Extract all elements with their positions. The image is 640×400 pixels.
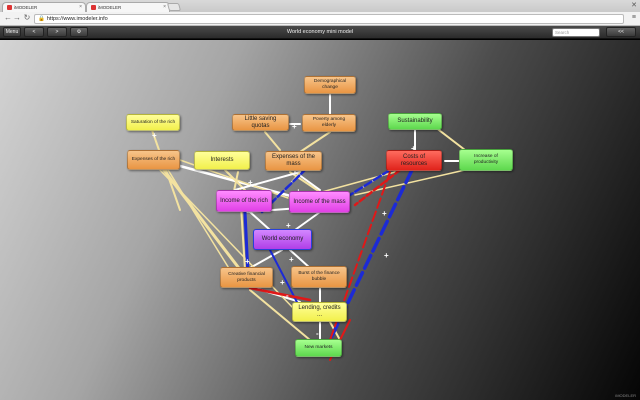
model-canvas[interactable]: + + + + + + + + + + + + - - Demographica… xyxy=(0,40,640,400)
menu-button[interactable]: Menu xyxy=(3,27,21,37)
node-expenses-of-the-mass[interactable]: Expenses of the mass xyxy=(265,151,322,171)
node-creative-financial-products[interactable]: Creative financial products xyxy=(220,267,273,288)
node-interests[interactable]: Interests xyxy=(194,151,250,170)
gear-icon: ⚙ xyxy=(76,29,82,35)
link xyxy=(269,249,301,309)
lock-icon: 🔒 xyxy=(38,16,45,22)
node-expenses-of-the-rich[interactable]: Expenses of the rich xyxy=(127,150,180,170)
footer-brand: iMODELER xyxy=(615,393,636,398)
browser-tab-bar: iMODELER × iMODELER × ✕ xyxy=(0,0,640,12)
sign-marker: + xyxy=(289,255,294,264)
node-saturation-of-the-rich[interactable]: Saturation of the rich xyxy=(126,114,180,131)
link xyxy=(249,289,311,341)
settings-button[interactable]: ⚙ xyxy=(70,27,88,37)
node-income-of-the-mass[interactable]: Income of the mass xyxy=(289,191,350,213)
link xyxy=(249,249,283,269)
sign-marker: + xyxy=(384,251,389,260)
link xyxy=(151,129,181,211)
sign-marker: + xyxy=(382,209,387,218)
app-toolbar: World economy mini model Menu < > ⚙ Sear… xyxy=(0,26,640,39)
link xyxy=(234,171,301,191)
link xyxy=(289,171,321,193)
link xyxy=(348,168,392,197)
node-lending-credits[interactable]: Lending, credits ... xyxy=(292,302,347,322)
link xyxy=(299,131,331,153)
node-costs-of-resources[interactable]: Costs of resources xyxy=(386,150,442,171)
imodeler-favicon-icon xyxy=(7,5,12,11)
node-world-economy[interactable]: World economy xyxy=(253,229,312,250)
sign-marker: + xyxy=(248,178,253,187)
sign-marker: + xyxy=(411,144,416,153)
close-tab-icon[interactable]: × xyxy=(79,4,82,10)
link xyxy=(289,249,311,269)
link xyxy=(294,211,321,231)
sign-marker: - xyxy=(316,329,319,338)
browser-tab-2[interactable]: iMODELER × xyxy=(86,2,170,12)
node-income-of-the-rich[interactable]: Income of the rich xyxy=(216,190,272,212)
browser-address-bar: ← → ↻ 🔒https://www.imodeler.info ≡ xyxy=(0,12,640,26)
model-title: World economy mini model xyxy=(286,29,354,35)
reload-icon[interactable]: ↻ xyxy=(23,13,31,22)
link xyxy=(249,211,271,231)
node-little-saving-quotas[interactable]: Little saving quotas xyxy=(232,114,289,131)
node-sustainability[interactable]: Sustainability xyxy=(388,113,442,130)
sign-marker: + xyxy=(152,131,157,140)
url-input[interactable]: 🔒https://www.imodeler.info xyxy=(34,14,624,24)
node-demographical-change[interactable]: Demographical change xyxy=(304,76,356,94)
browser-menu-icon[interactable]: ≡ xyxy=(631,14,636,21)
link xyxy=(178,164,300,200)
search-input[interactable]: Search xyxy=(552,28,600,37)
node-burst-of-the-finance-bubble[interactable]: Burst of the finance bubble xyxy=(291,266,347,288)
node-poverty-among-elderly[interactable]: Poverty among elderly xyxy=(302,114,356,132)
sign-marker: + xyxy=(280,278,285,287)
close-tab-icon[interactable]: × xyxy=(163,4,166,10)
tab-title: iMODELER xyxy=(98,5,122,10)
window-close-icon[interactable]: ✕ xyxy=(631,2,637,9)
sign-marker: + xyxy=(245,257,250,266)
link xyxy=(243,210,250,277)
node-new-markets[interactable]: New markets xyxy=(295,339,342,357)
url-text: https://www.imodeler.info xyxy=(46,16,108,22)
sign-marker: + xyxy=(292,122,297,131)
link xyxy=(224,169,246,191)
sign-marker: - xyxy=(286,291,289,300)
tab-title: iMODELER xyxy=(14,5,38,10)
link xyxy=(164,164,231,271)
sign-marker: + xyxy=(286,221,291,230)
link xyxy=(158,163,250,282)
link xyxy=(248,286,312,302)
sign-markers: + + + + + + + + + + + + - - xyxy=(152,112,416,338)
node-increase-of-productivity[interactable]: Increase of productivity xyxy=(459,149,513,171)
forward-button[interactable]: > xyxy=(47,27,67,37)
back-arrow-icon[interactable]: ← xyxy=(4,13,12,22)
link xyxy=(434,126,466,151)
back-button[interactable]: < xyxy=(24,27,44,37)
collapse-panel-button[interactable]: << xyxy=(606,27,636,37)
new-tab-button[interactable] xyxy=(166,3,182,11)
forward-arrow-icon[interactable]: → xyxy=(13,13,21,22)
imodeler-favicon-icon xyxy=(91,5,96,11)
browser-tab-1[interactable]: iMODELER × xyxy=(2,2,86,12)
link xyxy=(353,168,402,207)
link xyxy=(264,131,281,151)
